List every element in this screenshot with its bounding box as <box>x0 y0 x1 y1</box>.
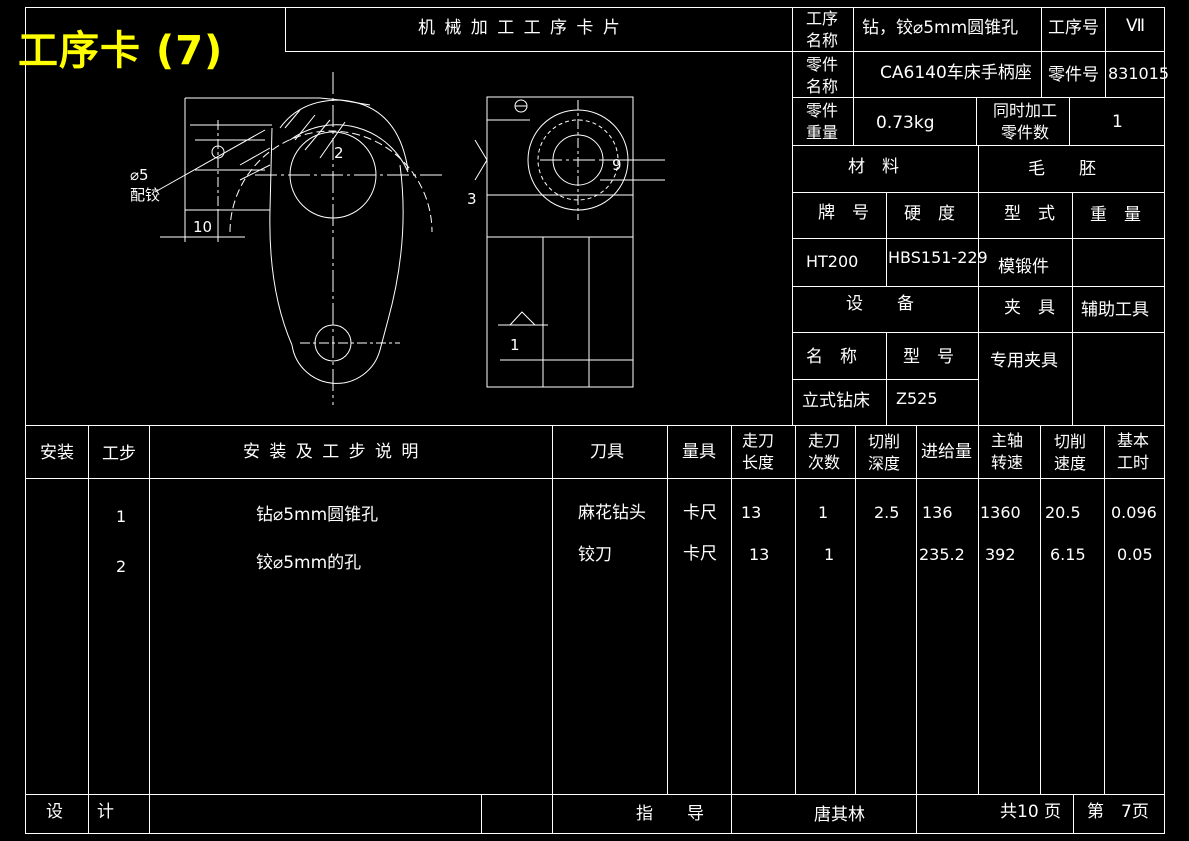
part-name-value: CA6140车床手柄座 <box>880 63 1032 83</box>
weight-label: 重 量 <box>1090 205 1141 225</box>
table-row-1-depth: 2.5 <box>874 503 900 522</box>
part-name-label: 零件名称 <box>805 55 838 96</box>
blank-type-value: 模锻件 <box>998 257 1049 277</box>
card-header-title: 机 械 加 工 工 序 卡 片 <box>418 18 622 38</box>
part-no-label: 零件号 <box>1048 65 1099 85</box>
document-title: 工序卡 (7) <box>18 28 224 74</box>
guide-label: 指 导 <box>636 804 704 824</box>
part-no-value: 831015 <box>1108 64 1170 83</box>
callout-3: 3 <box>467 190 477 208</box>
guide-name: 唐其林 <box>814 805 865 825</box>
aux-tool-label: 辅助工具 <box>1081 300 1149 320</box>
table-row-2-rpm: 392 <box>985 545 1016 564</box>
table-row-1-length: 13 <box>741 503 762 522</box>
page-number: 第 7页 <box>1087 802 1149 822</box>
th-basic-time: 基本工时 <box>1116 431 1149 472</box>
dimension-10: 10 <box>193 218 213 236</box>
part-weight-label: 零件重量 <box>805 101 838 142</box>
table-row-2-step: 2 <box>116 557 127 576</box>
total-pages: 共10 页 <box>1000 802 1062 822</box>
eq-name-value: 立式钻床 <box>802 391 870 411</box>
grade-label: 牌 号 <box>818 203 869 223</box>
table-row-2-gauge: 卡尺 <box>683 544 717 564</box>
table-row-1-time: 0.096 <box>1111 503 1157 522</box>
blank-label: 毛 胚 <box>1028 159 1096 179</box>
th-install: 安装 <box>40 443 74 463</box>
table-row-1-rpm: 1360 <box>980 503 1021 522</box>
table-row-1-feed: 136 <box>922 503 953 522</box>
th-feed: 进给量 <box>921 442 972 462</box>
table-row-1-step: 1 <box>116 507 127 526</box>
hardness-label: 硬 度 <box>904 204 955 224</box>
eq-model-value: Z525 <box>896 389 938 408</box>
grade-value: HT200 <box>806 252 859 271</box>
equipment-label: 设 备 <box>846 294 914 314</box>
table-row-1-passes: 1 <box>818 503 829 522</box>
proc-name-label: 工序名称 <box>805 9 838 50</box>
material-label: 材 料 <box>848 157 899 177</box>
th-cutting-speed: 切削速度 <box>1053 432 1086 473</box>
th-tool: 刀具 <box>590 442 624 462</box>
eq-name-label: 名 称 <box>806 347 857 367</box>
type-label: 型 式 <box>1004 204 1055 224</box>
th-passes: 走刀次数 <box>807 431 840 472</box>
th-spindle-speed: 主轴转速 <box>990 431 1023 472</box>
fixture-value: 专用夹具 <box>990 351 1058 371</box>
simul-value: 1 <box>1112 112 1123 132</box>
eq-model-label: 型 号 <box>903 347 954 367</box>
callout-1: 1 <box>510 336 520 354</box>
table-row-2-length: 13 <box>749 545 770 564</box>
table-row-1-desc: 钻⌀5mm圆锥孔 <box>256 505 379 525</box>
hardness-value: HBS151-229 <box>888 248 988 267</box>
proc-no-label: 工序号 <box>1048 18 1099 38</box>
table-row-1-tool: 麻花钻头 <box>578 503 646 523</box>
design-label: 设 计 <box>46 802 114 822</box>
ream-label: 配铰 <box>130 186 161 204</box>
proc-no-value: Ⅶ <box>1126 16 1146 36</box>
part-drawing <box>154 72 665 405</box>
th-depth: 切削深度 <box>867 432 900 473</box>
table-row-1-gauge: 卡尺 <box>683 503 717 523</box>
table-row-2-time: 0.05 <box>1117 545 1153 564</box>
simul-label: 同时加工零件数 <box>992 101 1057 142</box>
dimension-9: 9 <box>612 156 622 174</box>
part-weight-value: 0.73kg <box>876 113 935 133</box>
diameter-label: ⌀5 <box>130 166 149 184</box>
table-row-2-feed: 235.2 <box>919 545 965 564</box>
table-row-2-desc: 铰⌀5mm的孔 <box>256 553 362 573</box>
table-row-2-passes: 1 <box>824 545 835 564</box>
th-gauge: 量具 <box>682 442 716 462</box>
table-row-2-tool: 铰刀 <box>578 545 612 565</box>
callout-2: 2 <box>334 144 344 162</box>
proc-name-value: 钻，铰⌀5mm圆锥孔 <box>862 18 1019 38</box>
th-pass-length: 走刀长度 <box>741 431 774 472</box>
fixture-label: 夹 具 <box>1004 298 1055 318</box>
table-row-1-speed: 20.5 <box>1045 503 1081 522</box>
th-step: 工步 <box>102 444 136 464</box>
table-row-2-speed: 6.15 <box>1050 545 1086 564</box>
th-description: 安 装 及 工 步 说 明 <box>243 442 421 462</box>
